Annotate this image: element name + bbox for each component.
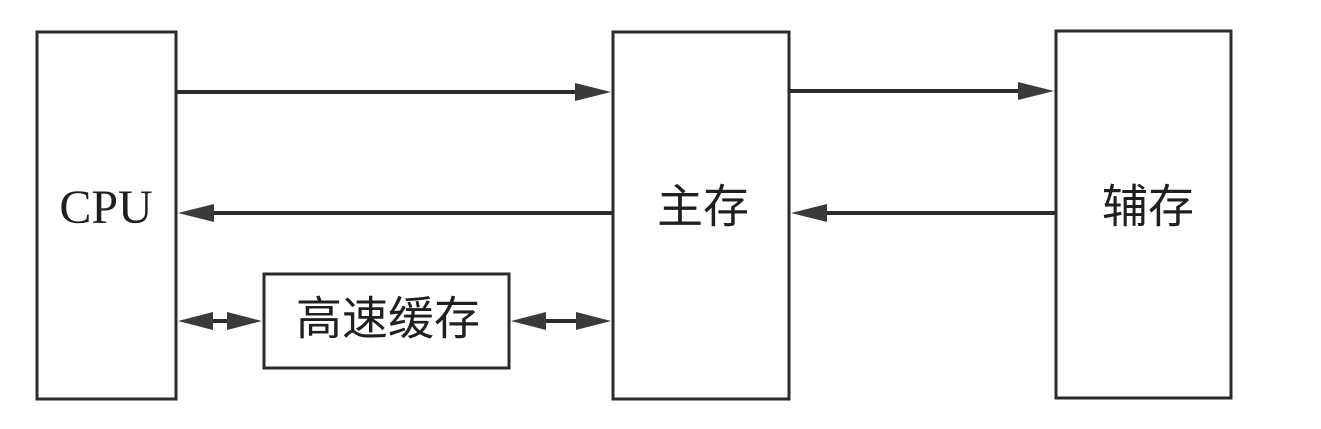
cache-box: 高速缓存 (262, 272, 511, 370)
cpu-to-main-memory-arrow (176, 83, 611, 101)
secondary-storage-to-main-memory-arrow (791, 204, 1056, 222)
main-memory-to-cpu-arrow (178, 204, 613, 222)
main-memory-to-secondary-storage-arrow (789, 82, 1054, 100)
secondary-storage-box: 辅存 (1054, 29, 1233, 400)
cache-main-memory-bidirectional-arrow (511, 312, 611, 330)
main-memory-label: 主存 (657, 180, 749, 234)
cpu-cache-bidirectional-arrow (178, 312, 262, 330)
cache-label: 高速缓存 (296, 292, 480, 346)
secondary-storage-label: 辅存 (1102, 180, 1194, 234)
cpu-box: CPU (35, 30, 178, 401)
main-memory-box: 主存 (611, 30, 791, 401)
cpu-label: CPU (59, 181, 152, 234)
